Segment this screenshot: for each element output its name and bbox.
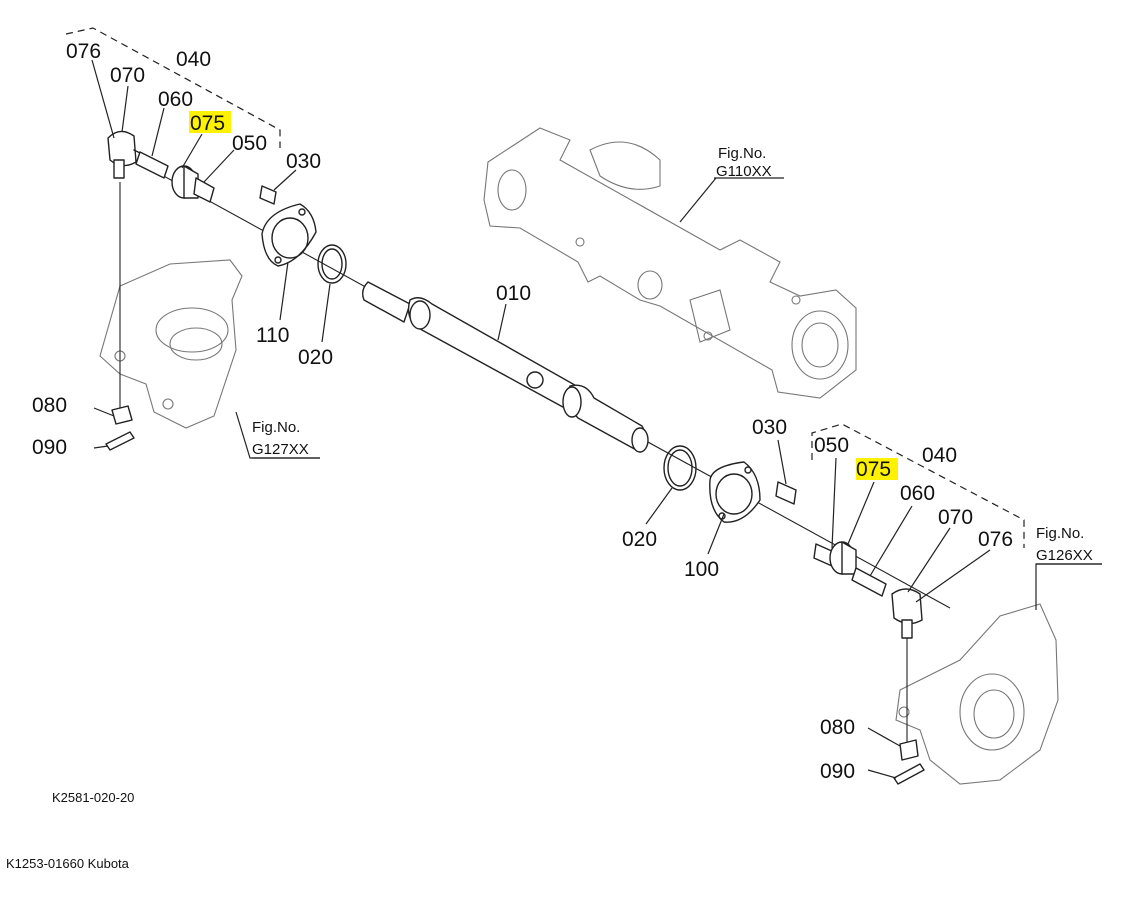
- label-075-left: 075: [190, 112, 225, 135]
- label-060-left: 060: [158, 88, 193, 111]
- cotter-pin-090-right: [893, 763, 925, 785]
- fig-ref-left-code: G127XX: [252, 441, 309, 458]
- cotter-pin-090-left: [105, 431, 135, 451]
- label-075-right: 075: [856, 458, 891, 481]
- fig-ref-top-code: G110XX: [716, 163, 772, 180]
- tie-rod-end-right: [891, 588, 923, 639]
- label-070-right: 070: [938, 506, 973, 529]
- label-090-left: 090: [32, 436, 67, 459]
- knuckle-right: [895, 603, 1059, 785]
- drawing-code: K2581-020-20: [52, 790, 134, 805]
- knuckle-left: [99, 259, 243, 429]
- label-040-right: 040: [922, 444, 957, 467]
- label-076-left: 076: [66, 40, 101, 63]
- label-100: 100: [684, 558, 719, 581]
- highlight-075-right: [856, 458, 898, 480]
- label-050-left: 050: [232, 132, 267, 155]
- axle-housing: [483, 127, 857, 399]
- fig-ref-right-code: G126XX: [1036, 547, 1093, 564]
- label-020-right: 020: [622, 528, 657, 551]
- nut-080-right: [899, 739, 919, 761]
- label-090-right: 090: [820, 760, 855, 783]
- label-076-right: 076: [978, 528, 1013, 551]
- highlight-075-left: [189, 111, 231, 133]
- dashed-bracket-left: [65, 27, 281, 148]
- ring-020-right: [663, 445, 697, 491]
- dashed-bracket-right: [811, 423, 1025, 548]
- cylinder-010: [361, 281, 649, 453]
- label-030-right: 030: [752, 416, 787, 439]
- label-080-left: 080: [32, 394, 67, 417]
- label-070-left: 070: [110, 64, 145, 87]
- label-030-left: 030: [286, 150, 321, 173]
- nut-075-right: [829, 541, 857, 575]
- nut-080-left: [111, 405, 133, 425]
- rod-060-right: [851, 567, 887, 597]
- leader-lines: [91, 59, 1102, 779]
- plug-030-right: [775, 481, 797, 505]
- label-010: 010: [496, 282, 531, 305]
- label-080-right: 080: [820, 716, 855, 739]
- plug-030-left: [259, 185, 277, 205]
- label-050-right: 050: [814, 434, 849, 457]
- label-040-left: 040: [176, 48, 211, 71]
- label-060-right: 060: [900, 482, 935, 505]
- plate-100: [709, 461, 761, 523]
- ring-020-left: [317, 244, 347, 284]
- rod-050-left: [193, 177, 215, 203]
- fig-ref-left-label: Fig.No.: [252, 419, 300, 436]
- label-020-left: 020: [298, 346, 333, 369]
- fig-ref-top-label: Fig.No.: [718, 145, 766, 162]
- fig-ref-right-label: Fig.No.: [1036, 525, 1084, 542]
- label-110: 110: [256, 324, 289, 347]
- footer-part-info: K1253-01660 Kubota: [6, 856, 129, 871]
- rod-060-left: [135, 151, 169, 179]
- plate-110: [261, 203, 317, 267]
